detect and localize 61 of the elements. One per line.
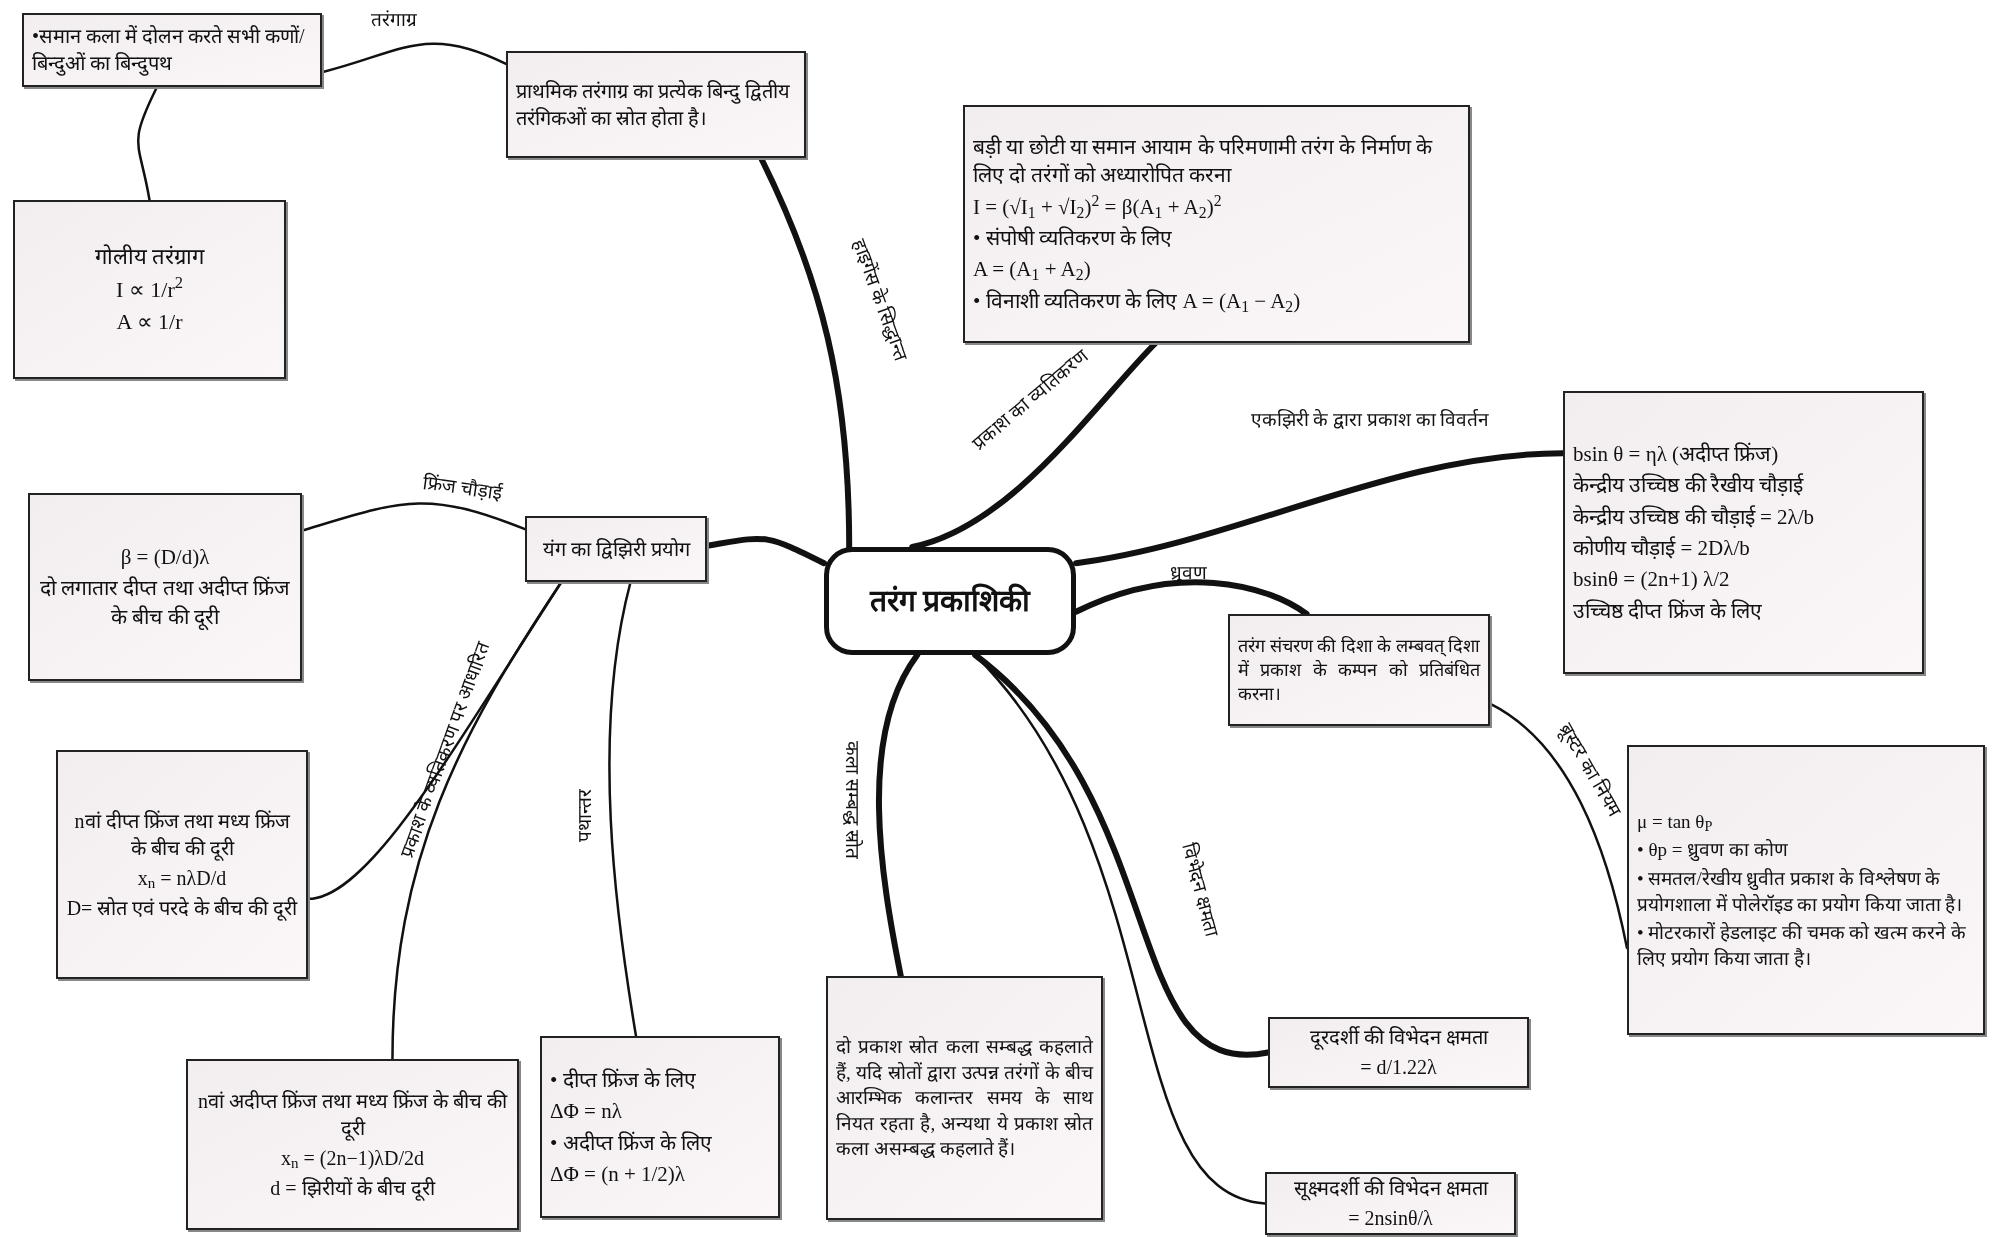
box-text: • विनाशी व्यतिकरण के लिए A = (A$_{1}$ − A$_{2}$) [973, 287, 1302, 316]
box-text: • मोटरकारों हेडलाइट की चमक को खत्म करने के लिए प्रयोग किया जाता है। [1637, 921, 1967, 971]
box-text: = 2nsinθ/λ [1347, 1206, 1434, 1231]
box-text: I = (√I$_{1}$ + √I$_{2}$)$^{2}$ = β(A$_{1}$ + A$_{2}$)$^{2}$ [973, 192, 1223, 221]
box-text: ΔΦ = nλ [550, 1098, 623, 1126]
concept-box [1268, 1017, 1529, 1088]
box-text: • दीप्त फ्रिंज के लिए [550, 1066, 698, 1094]
box-text: A = (A$_{1}$ + A$_{2}$) [973, 256, 1092, 284]
concept-box [186, 1059, 519, 1230]
box-text: •समान कला में दोलन करते सभी कणों/बिन्दुओं का बिन्दुपथ [32, 24, 306, 77]
box-text: bsin θ = ηλ (अदीप्त फ्रिंज) [1573, 440, 1780, 468]
box-text: x$_{n}$ = (2n−1)λD/2d [279, 1145, 426, 1172]
edge-label: हाइगेंस के सिद्धान्त [847, 236, 913, 364]
box-text: μ = tan θ$_{P}$ [1637, 809, 1714, 835]
edge-label: फ्रिंज चौड़ाई [420, 470, 504, 506]
box-text: = d/1.22λ [1359, 1055, 1438, 1080]
box-text: दूरदर्शी की विभेदन क्षमता [1308, 1025, 1490, 1051]
box-text: • अदीप्त फ्रिंज के लिए [550, 1129, 714, 1157]
box-text: दो लगातार दीप्त तथा अदीप्त फ्रिंज के बीच की दूरी [38, 575, 292, 631]
box-text: सूक्ष्मदर्शी की विभेदन क्षमता [1292, 1176, 1490, 1202]
box-text: गोलीय तरंग्राग [93, 242, 206, 271]
concept-box [540, 1036, 780, 1218]
box-text: • समतल/रेखीय ध्रुवीत प्रकाश के विश्लेषण के प्रयोगशाला में पोलेरॉइड का प्रयोग किया जाता है। [1637, 866, 1964, 917]
topic-title: तरंग प्रकाशिकी [869, 582, 1031, 619]
box-text: दो प्रकाश स्रोत कला सम्बद्ध कहलाते हैं, यदि स्रोतों द्वारा उत्पन्न तरंगों के बीच आरम्भिक कलान्तर समय के साथ नियत रहता है, अन्यथा ये प्रकाश स्रोत कला असम्बद्ध कहलाते हैं। [836, 1034, 1093, 1162]
concept-box [1563, 391, 1924, 674]
edge-label: कला सम्बद्ध स्रोत [840, 741, 864, 859]
box-text: कोणीय चौड़ाई = 2Dλ/b [1573, 535, 1751, 562]
box-text: केन्द्रीय उच्चिष्ठ की चौड़ाई = 2λ/b [1573, 503, 1816, 531]
concept-box [28, 493, 302, 681]
edge-label: तरंगाग्र [371, 8, 417, 32]
concept-box [826, 976, 1103, 1220]
central-topic-box [824, 547, 1076, 655]
edge-label: पथान्तर [573, 788, 597, 842]
box-text: उच्चिष्ठ दीप्त फ्रिंज के लिए [1573, 597, 1763, 625]
concept-box [525, 516, 707, 582]
box-text: प्राथमिक तरंगाग्र का प्रत्येक बिन्दु द्वितीय तरंगिकओं का स्रोत होता है। [516, 78, 791, 131]
edge-label: विभेदन क्षमता [1176, 840, 1224, 940]
concept-box [963, 105, 1470, 343]
edge-label: एकझिरी के द्वारा प्रकाश का विवर्तन [1250, 408, 1490, 432]
box-text: A ∝ 1/r [115, 308, 184, 337]
concept-box [56, 750, 308, 979]
box-text: d = झिरीयों के बीच दूरी [269, 1175, 437, 1202]
box-text: I ∝ 1/r$^{2}$ [115, 274, 184, 304]
concept-box [1265, 1172, 1516, 1235]
box-text: • θp = ध्रुवण का कोण [1637, 838, 1789, 863]
concept-box [1228, 614, 1490, 726]
concept-box [1627, 745, 1985, 1035]
box-text: bsinθ = (2n+1) λ/2 [1573, 566, 1731, 594]
box-text: • संपोषी व्यतिकरण के लिए [973, 225, 1174, 252]
box-text: ΔΦ = (n + 1/2)λ [550, 1160, 687, 1188]
box-text: β = (D/d)λ [119, 544, 211, 571]
concept-box [13, 200, 286, 379]
concept-box [506, 51, 806, 158]
box-text: यंग का द्विझिरी प्रयोग [541, 536, 692, 562]
box-text: x$_{n}$ = nλD/d [136, 865, 228, 892]
box-text: केन्द्रीय उच्चिष्ठ की रैखीय चौड़ाई [1573, 472, 1805, 500]
box-text: बड़ी या छोटी या समान आयाम के परिमणामी तरंग के निर्माण के लिए दो तरंगों को अध्यारोपित करना [973, 133, 1434, 190]
concept-box [22, 13, 322, 87]
box-text: तरंग संचरण की दिशा के लम्बवत् दिशा में प्रकाश के कम्पन को प्रतिबंधित करना। [1238, 634, 1480, 707]
box-text: D= स्रोत एवं परदे के बीच की दूरी [66, 895, 298, 922]
